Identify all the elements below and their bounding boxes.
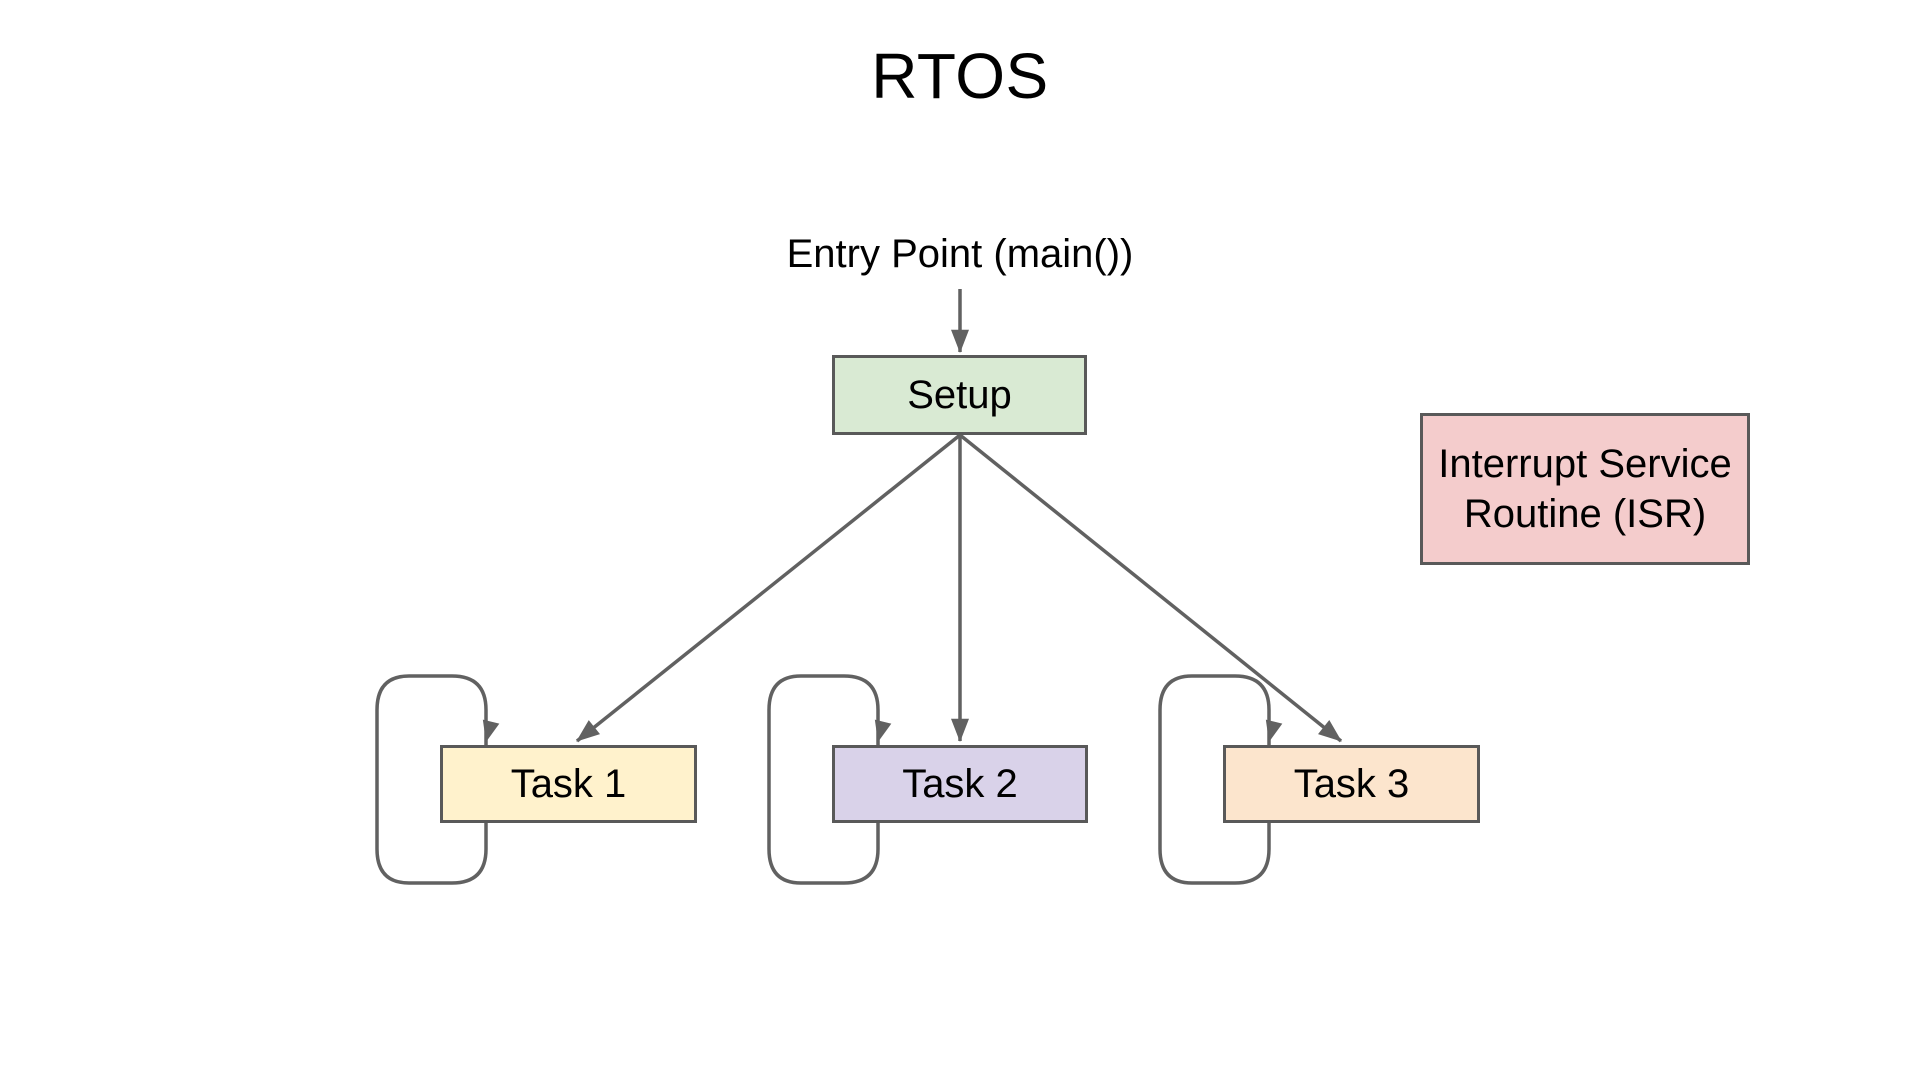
task1-box: Task 1: [440, 745, 697, 823]
task2-box-label: Task 2: [902, 762, 1018, 806]
task1-self-loop-arrow: [375, 674, 500, 885]
setup-box: Setup: [832, 355, 1087, 435]
setup-box-label: Setup: [907, 373, 1012, 417]
task3-box: Task 3: [1223, 745, 1480, 823]
task2-self-loop-arrow: [767, 674, 892, 885]
isr-box: Interrupt Service Routine (ISR): [1420, 413, 1750, 565]
task2-box: Task 2: [832, 745, 1088, 823]
task1-box-label: Task 1: [510, 762, 627, 806]
isr-box-label: Interrupt Service Routine (ISR): [1438, 442, 1732, 536]
setup-to-task1-arrow: [575, 433, 962, 743]
setup-to-task3-arrow: [958, 433, 1343, 743]
entry-point-label: Entry Point (main()): [786, 232, 1134, 276]
task3-box-label: Task 3: [1293, 762, 1410, 806]
task3-self-loop-arrow: [1158, 674, 1283, 885]
diagram-title: RTOS: [871, 40, 1049, 112]
